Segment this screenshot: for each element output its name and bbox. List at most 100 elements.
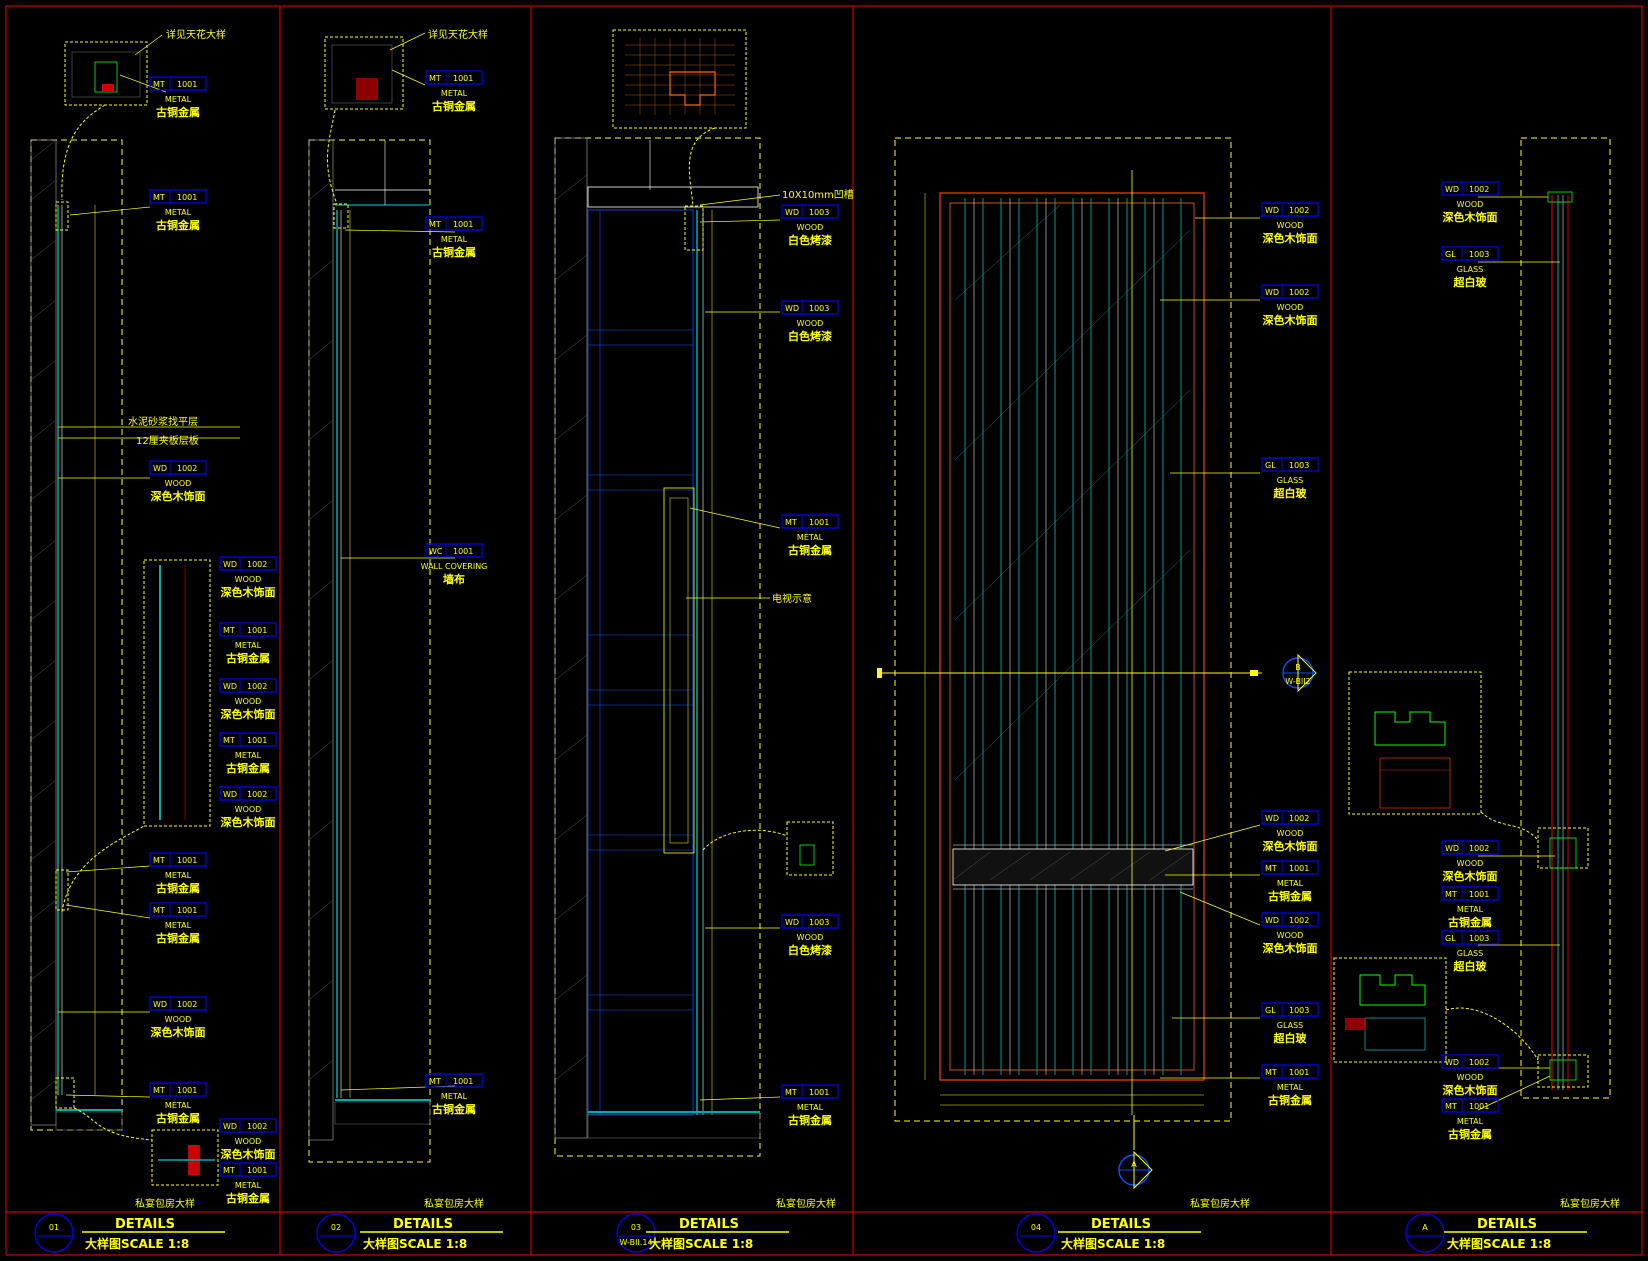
tag-number: 1001	[247, 736, 267, 745]
tag-code: GL	[1265, 1006, 1276, 1015]
panel-4-drawing	[877, 137, 1262, 1122]
tag-code: MT	[1445, 1102, 1457, 1111]
note-ceiling-ref-1: 详见天花大样	[166, 28, 226, 41]
tag-number: 1001	[1289, 1068, 1309, 1077]
tag-code: WD	[1445, 1058, 1459, 1067]
tag-code: MT	[153, 856, 165, 865]
material-en: WOOD	[797, 223, 824, 232]
material-en: METAL	[1457, 905, 1484, 914]
material-cn: 超白玻	[1273, 1031, 1308, 1045]
material-cn: 深色木饰面	[221, 1147, 276, 1161]
tag-number: 1001	[453, 220, 473, 229]
tag-number: 1001	[809, 518, 829, 527]
detail-number-badge: A	[1405, 1213, 1445, 1253]
material-en: METAL	[797, 533, 824, 542]
material-en: WOOD	[797, 933, 824, 942]
material-en: METAL	[165, 95, 192, 104]
material-en: METAL	[165, 208, 192, 217]
material-en: WOOD	[165, 1015, 192, 1024]
material-cn: 深色木饰面	[1263, 941, 1318, 955]
tag-code: WD	[1265, 288, 1279, 297]
material-cn: 超白玻	[1453, 275, 1488, 289]
material-cn: 超白玻	[1273, 486, 1308, 500]
material-cn: 白色烤漆	[788, 233, 832, 247]
detail-number-badge: 03W-BII.14	[616, 1213, 656, 1253]
tag-number: 1003	[809, 208, 829, 217]
material-en: WOOD	[235, 1137, 262, 1146]
material-en: GLASS	[1457, 265, 1483, 274]
tag-code: MT	[429, 1077, 441, 1086]
tag-number: 1002	[1289, 288, 1309, 297]
material-cn: 古铜金属	[226, 761, 270, 775]
material-en: METAL	[1457, 1117, 1484, 1126]
material-en: WOOD	[235, 575, 262, 584]
tag-code: WD	[1445, 844, 1459, 853]
note-plywood: 12厘夹板层板	[136, 434, 199, 447]
tag-number: 1002	[1469, 185, 1489, 194]
tag-code: MT	[429, 220, 441, 229]
detail-subtitle: 大样图SCALE 1:8	[1061, 1236, 1165, 1251]
material-cn: 古铜金属	[226, 651, 270, 665]
note-ceiling-ref-2: 详见天花大样	[428, 28, 488, 41]
detail-number-badge: 01	[34, 1213, 74, 1253]
panel-2-drawing	[308, 32, 456, 1163]
material-cn: 古铜金属	[432, 245, 476, 259]
tag-code: WD	[1265, 206, 1279, 215]
material-en: GLASS	[1457, 949, 1483, 958]
material-en: METAL	[235, 641, 262, 650]
material-cn: 古铜金属	[156, 1111, 200, 1125]
tag-number: 1001	[1289, 864, 1309, 873]
tag-code: MT	[1265, 864, 1277, 873]
material-en: METAL	[797, 1103, 824, 1112]
material-cn: 古铜金属	[1448, 1127, 1492, 1141]
tag-number: 1001	[453, 547, 473, 556]
detail-number: 01	[49, 1223, 59, 1232]
detail-subtitle: 大样图SCALE 1:8	[1447, 1236, 1551, 1251]
tag-code: MT	[223, 626, 235, 635]
material-cn: 深色木饰面	[151, 1025, 206, 1039]
notes: 详见天花大样 详见天花大样 水泥砂浆找平层 12厘夹板层板 10X10mm凹槽 …	[128, 28, 854, 605]
tag-code: MT	[153, 1086, 165, 1095]
material-en: METAL	[1277, 1083, 1304, 1092]
section-a-label: A	[1131, 1160, 1137, 1169]
section-b-label: B	[1295, 663, 1301, 672]
detail-number: 04	[1031, 1223, 1041, 1232]
detail-subtitle: 大样图SCALE 1:8	[363, 1236, 467, 1251]
material-en: WOOD	[235, 805, 262, 814]
detail-number-badge: 02	[316, 1213, 356, 1253]
tag-number: 1002	[1469, 1058, 1489, 1067]
detail-subtitle: 大样图SCALE 1:8	[649, 1236, 753, 1251]
tag-code: WD	[1265, 814, 1279, 823]
material-cn: 古铜金属	[156, 218, 200, 232]
